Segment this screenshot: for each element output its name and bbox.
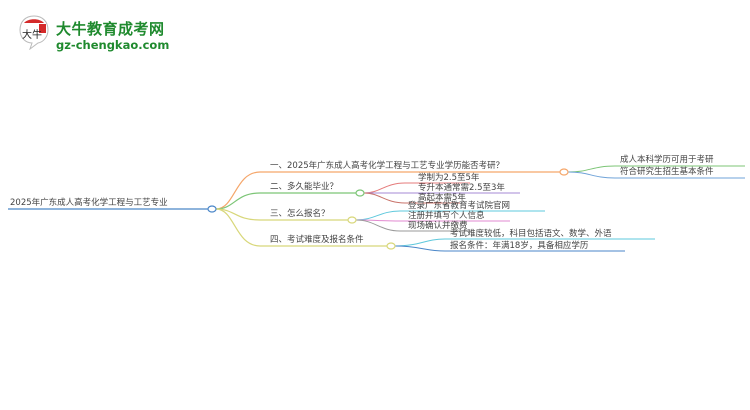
branch-3-child-1[interactable]: 登录广东省教育考试院官网 [408, 201, 511, 211]
logo-url: gz-chengkao.com [56, 38, 170, 52]
branch-1[interactable]: 一、2025年广东成人高考化学工程与工艺专业学历能否考研？ [270, 161, 505, 171]
branch-4[interactable]: 四、考试难度及报名条件 [270, 235, 364, 245]
branch-1-child-1[interactable]: 成人本科学历可用于考研 [620, 155, 714, 165]
branch-1-child-2[interactable]: 符合研究生招生基本条件 [620, 167, 714, 177]
branch-4-child-2[interactable]: 报名条件：年满18岁，具备相应学历 [450, 241, 589, 251]
branch-2[interactable]: 二、多久能毕业？ [270, 182, 339, 192]
site-logo[interactable]: 大牛 大牛教育成考网 gz-chengkao.com [18, 14, 188, 56]
root-node-handle [207, 205, 217, 213]
logo-badge-icon: 大牛 [19, 15, 49, 50]
logo-title: 大牛教育成考网 [56, 20, 165, 38]
branch-2-child-1[interactable]: 学制为2.5至5年 [418, 173, 480, 183]
branch-3[interactable]: 三、怎么报名？ [270, 209, 330, 219]
svg-text:大牛: 大牛 [22, 28, 42, 41]
branch-4-child-1[interactable]: 考试难度较低，科目包括语文、数学、外语 [450, 229, 612, 239]
branch-3-child-3[interactable]: 现场确认并缴费 [408, 221, 468, 231]
branch-3-child-2[interactable]: 注册并填写个人信息 [408, 211, 485, 221]
mindmap-root[interactable]: 2025年广东成人高考化学工程与工艺专业 [10, 198, 168, 208]
branch-2-child-2[interactable]: 专升本通常需2.5至3年 [418, 183, 505, 193]
branch-2-child-3[interactable]: 高起本需5年 [418, 193, 466, 203]
